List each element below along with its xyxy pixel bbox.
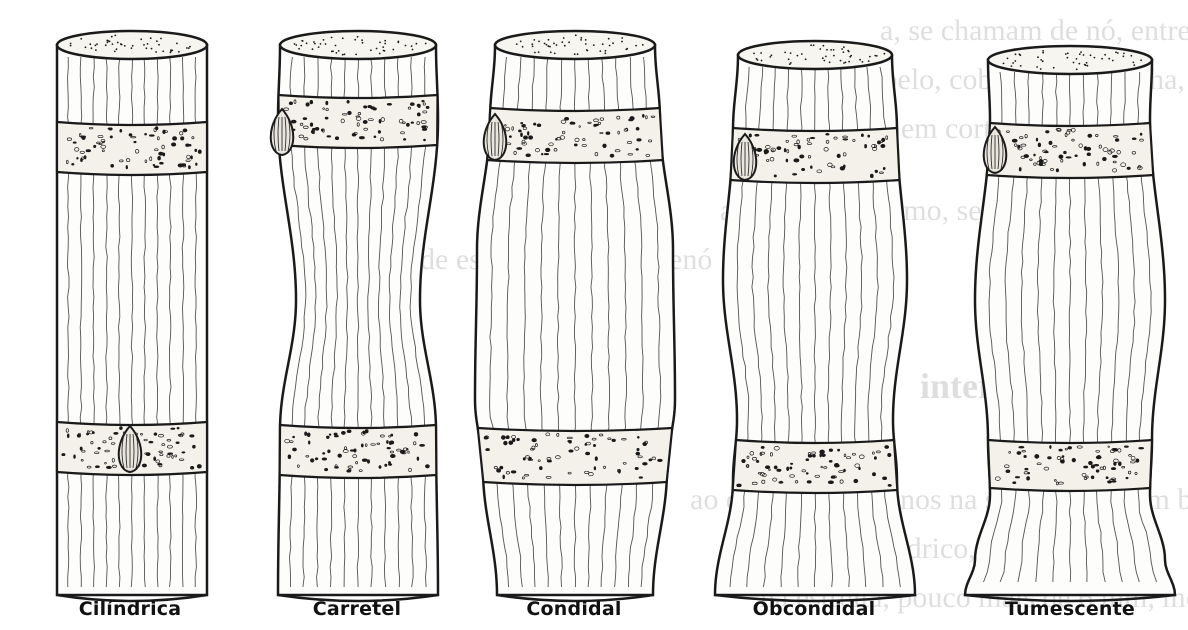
caption-carretel: Carretel: [313, 598, 401, 620]
stalk-cilindrica: [57, 31, 207, 601]
caption-obcondidal: Obcondidal: [753, 598, 876, 620]
stalk-tumescente: [965, 46, 1175, 601]
stalk-obcondidal: [715, 41, 915, 601]
stalk-carretel: [271, 31, 438, 601]
caption-cilindrica: Cilíndrica: [79, 598, 182, 620]
stalk-condidal: [475, 31, 675, 601]
caption-condidal: Condidal: [526, 598, 621, 620]
caption-tumescente: Tumescente: [1005, 598, 1135, 620]
